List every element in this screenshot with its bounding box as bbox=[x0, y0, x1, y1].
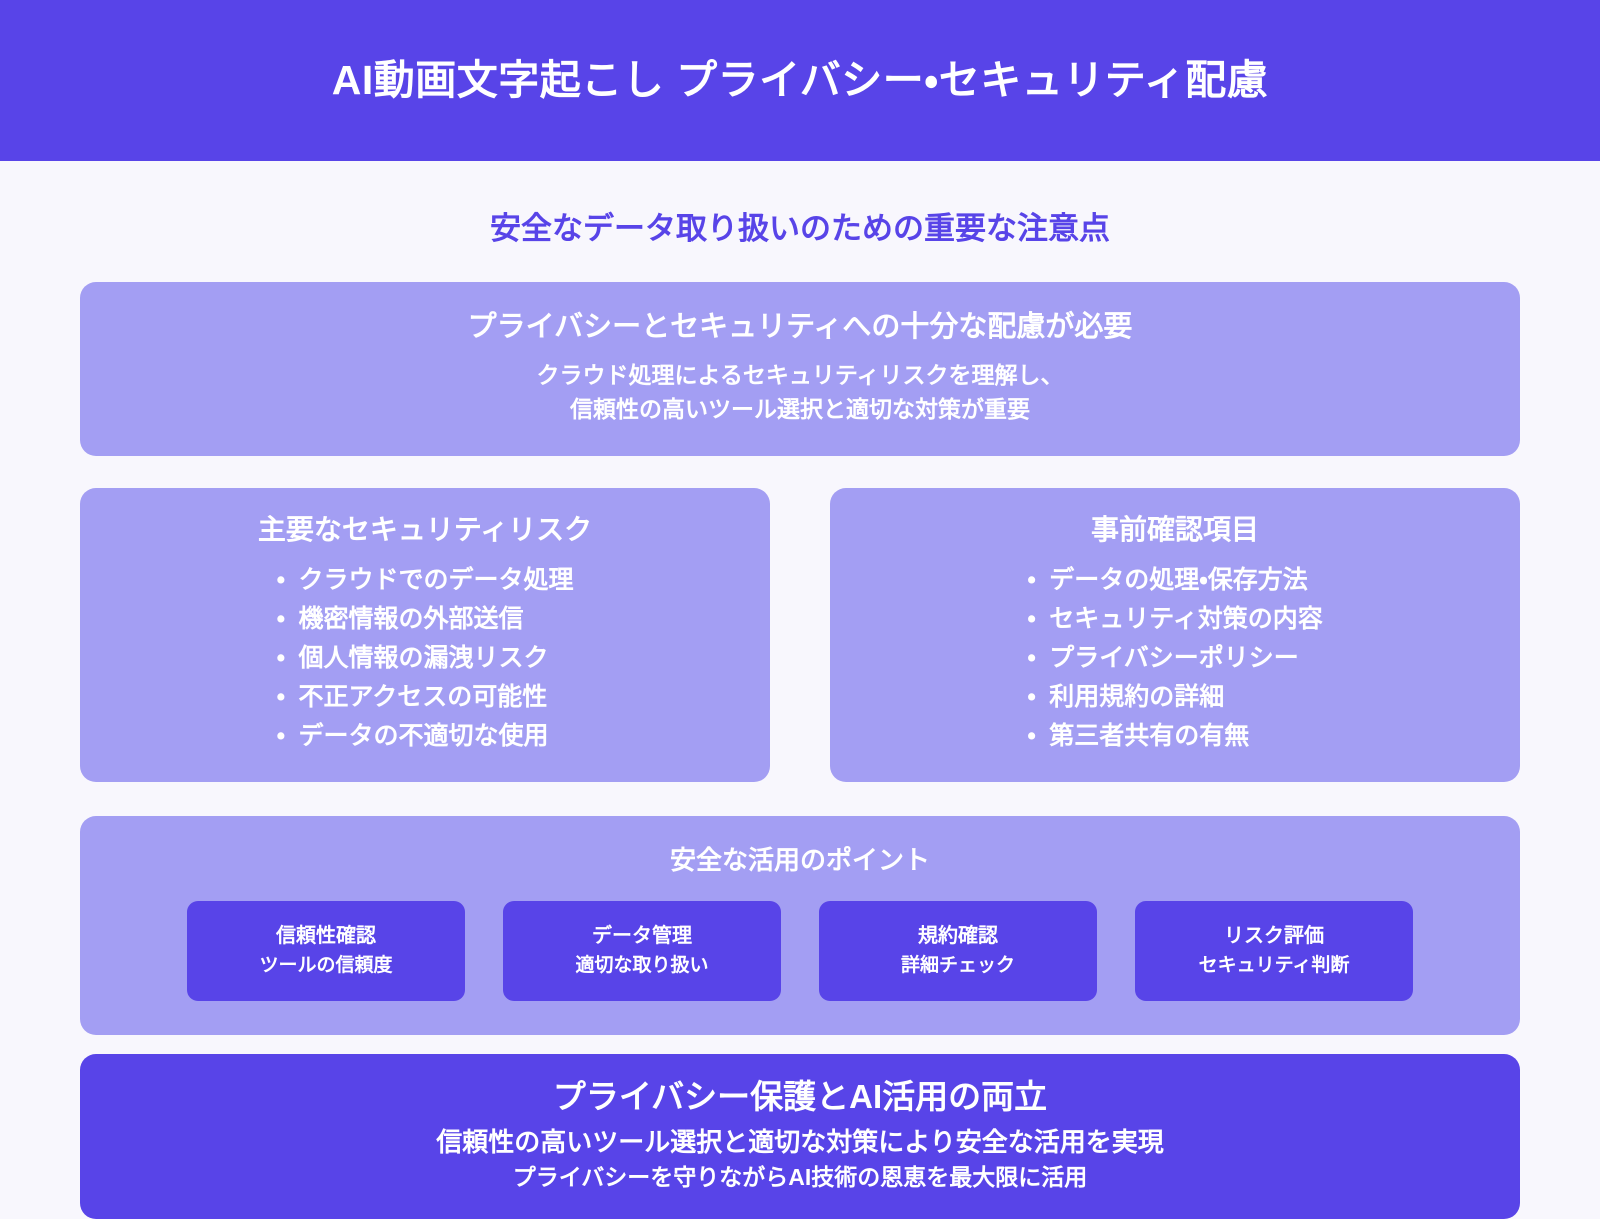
point-pill-data-management: データ管理 適切な取り扱い bbox=[503, 901, 781, 1001]
callout-line-2: 信頼性の高いツール選択と適切な対策が重要 bbox=[570, 395, 1030, 422]
points-pill-row: 信頼性確認 ツールの信頼度 データ管理 適切な取り扱い 規約確認 詳細チェック … bbox=[120, 901, 1480, 1001]
security-risks-card: 主要なセキュリティリスク • クラウドでのデータ処理 • 機密情報の外部送信 •… bbox=[80, 488, 770, 782]
list-item-label: 機密情報の外部送信 bbox=[298, 604, 524, 633]
security-risks-list: • クラウドでのデータ処理 • 機密情報の外部送信 • 個人情報の漏洩リスク •… bbox=[276, 561, 573, 756]
list-item: • 機密情報の外部送信 bbox=[276, 600, 573, 639]
list-item: • プライバシーポリシー bbox=[1027, 639, 1323, 678]
list-item-label: プライバシーポリシー bbox=[1049, 643, 1299, 672]
bullet-icon: • bbox=[1027, 682, 1036, 711]
list-item-label: 利用規約の詳細 bbox=[1049, 682, 1225, 711]
pre-check-items-list: • データの処理・保存方法 • セキュリティ対策の内容 • プライバシーポリシー… bbox=[1027, 561, 1323, 756]
bullet-icon: • bbox=[1027, 604, 1036, 633]
bullet-icon: • bbox=[1027, 643, 1036, 672]
pill-label: 信頼性確認 bbox=[276, 925, 376, 948]
list-item: • データの処理・保存方法 bbox=[1027, 561, 1323, 600]
bullet-icon: • bbox=[1027, 565, 1036, 594]
page-content: 安全なデータ取り扱いのための重要な注意点 プライバシーとセキュリティへの十分な配… bbox=[0, 161, 1600, 1219]
summary-banner-title: プライバシー保護とAI活用の両立 bbox=[552, 1077, 1048, 1115]
bullet-icon: • bbox=[1027, 721, 1036, 750]
list-item: • 利用規約の詳細 bbox=[1027, 678, 1323, 717]
list-item: • クラウドでのデータ処理 bbox=[276, 561, 573, 600]
list-item-label: データの処理・保存方法 bbox=[1049, 565, 1308, 594]
list-item: • セキュリティ対策の内容 bbox=[1027, 600, 1323, 639]
list-item-label: 第三者共有の有無 bbox=[1049, 721, 1250, 750]
list-item: • データの不適切な使用 bbox=[276, 717, 573, 756]
list-item: • 第三者共有の有無 bbox=[1027, 717, 1323, 756]
summary-banner: プライバシー保護とAI活用の両立 信頼性の高いツール選択と適切な対策により安全な… bbox=[80, 1053, 1520, 1219]
bullet-icon: • bbox=[276, 721, 286, 750]
list-item-label: 不正アクセスの可能性 bbox=[298, 682, 548, 711]
safe-usage-points-title: 安全な活用のポイント bbox=[669, 844, 930, 875]
pill-sublabel: ツールの信頼度 bbox=[259, 955, 393, 977]
list-item-label: データの不適切な使用 bbox=[298, 721, 549, 750]
security-risks-title: 主要なセキュリティリスク bbox=[257, 514, 593, 546]
list-item-label: 個人情報の漏洩リスク bbox=[298, 643, 549, 672]
bullet-icon: • bbox=[276, 643, 286, 672]
point-pill-risk-assessment: リスク評価 セキュリティ判断 bbox=[1135, 901, 1413, 1001]
list-item-label: クラウドでのデータ処理 bbox=[298, 565, 574, 594]
pre-check-items-title: 事前確認項目 bbox=[1090, 514, 1259, 546]
summary-banner-line-2: プライバシーを守りながらAI技術の恩恵を最大限に活用 bbox=[512, 1164, 1088, 1191]
list-item: • 個人情報の漏洩リスク bbox=[276, 639, 573, 678]
summary-banner-line-1: 信頼性の高いツール選択と適切な対策により安全な活用を実現 bbox=[436, 1126, 1164, 1157]
pill-sublabel: 詳細チェック bbox=[900, 955, 1015, 977]
pill-sublabel: セキュリティ判断 bbox=[1198, 955, 1350, 977]
bullet-icon: • bbox=[276, 682, 286, 711]
pill-label: データ管理 bbox=[592, 925, 692, 948]
pre-check-items-card: 事前確認項目 • データの処理・保存方法 • セキュリティ対策の内容 • プライ… bbox=[830, 488, 1520, 782]
pill-label: 規約確認 bbox=[918, 925, 998, 948]
safe-usage-points-card: 安全な活用のポイント 信頼性確認 ツールの信頼度 データ管理 適切な取り扱い 規… bbox=[80, 815, 1520, 1035]
section-subtitle: 安全なデータ取り扱いのための重要な注意点 bbox=[490, 211, 1110, 246]
list-item: • 不正アクセスの可能性 bbox=[276, 678, 573, 717]
callout-card: プライバシーとセキュリティへの十分な配慮が必要 クラウド処理によるセキュリティリ… bbox=[80, 282, 1520, 457]
pill-sublabel: 適切な取り扱い bbox=[575, 955, 709, 977]
list-item-label: セキュリティ対策の内容 bbox=[1049, 604, 1323, 633]
bullet-icon: • bbox=[276, 604, 286, 633]
pill-label: リスク評価 bbox=[1224, 925, 1324, 948]
card-row: 主要なセキュリティリスク • クラウドでのデータ処理 • 機密情報の外部送信 •… bbox=[80, 488, 1520, 782]
point-pill-terms-check: 規約確認 詳細チェック bbox=[819, 901, 1097, 1001]
page-header: AI動画文字起こし プライバシー・セキュリティ配慮 bbox=[0, 0, 1600, 161]
callout-heading: プライバシーとセキュリティへの十分な配慮が必要 bbox=[467, 311, 1133, 344]
callout-line-1: クラウド処理によるセキュリティリスクを理解し、 bbox=[536, 362, 1064, 389]
page-title: AI動画文字起こし プライバシー・セキュリティ配慮 bbox=[331, 56, 1269, 103]
point-pill-reliability: 信頼性確認 ツールの信頼度 bbox=[187, 901, 465, 1001]
bullet-icon: • bbox=[276, 565, 286, 594]
